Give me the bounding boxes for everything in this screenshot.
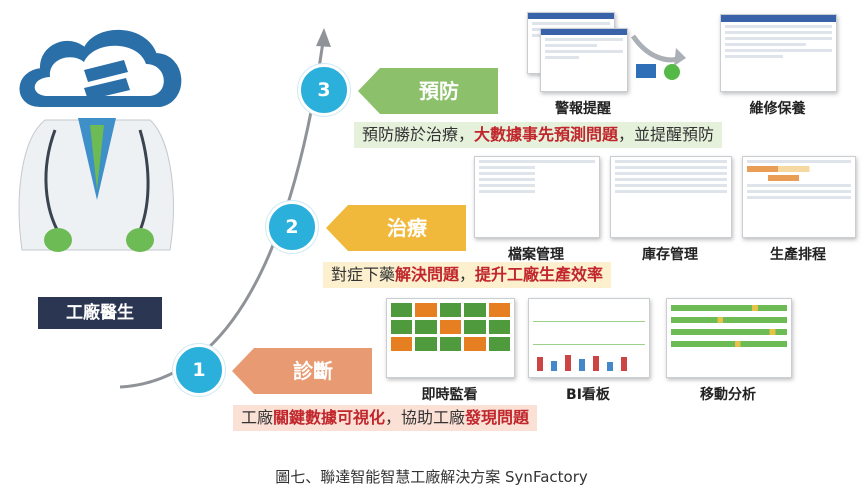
step-3-number: 3 — [298, 64, 350, 116]
banner-text: 預防勝於治療， — [362, 125, 475, 144]
banner-highlight: 大數據事先預測問題 — [474, 125, 619, 144]
monitoring-screenshot — [386, 298, 515, 378]
banner-highlight: 提升工廠生產效率 — [475, 265, 604, 284]
caption-alert: 警報提醒 — [555, 101, 611, 117]
notify-arrow-icon — [630, 34, 686, 80]
caption-records: 檔案管理 — [508, 247, 564, 263]
figure-caption: 圖七、聯達智能智慧工廠解決方案 SynFactory — [275, 468, 588, 486]
step-1-number: 1 — [173, 344, 225, 396]
curve-arrowhead — [316, 28, 331, 47]
alert-screenshot — [540, 28, 628, 92]
banner-text: ，並提醒預防 — [618, 125, 715, 144]
caption-mobile-analysis: 移動分析 — [700, 387, 756, 403]
banner-highlight: 關鍵數據可視化 — [273, 408, 386, 427]
caption-scheduling: 生產排程 — [770, 247, 826, 263]
step-1-title: 診斷 — [232, 348, 372, 394]
banner-highlight: 發現問題 — [465, 408, 530, 427]
caption-monitoring: 即時監看 — [421, 387, 478, 403]
step-3-title: 預防 — [358, 68, 498, 114]
scheduling-screenshot — [742, 156, 856, 238]
caption-maintenance: 維修保養 — [749, 101, 806, 117]
doctor-label: 工廠醫生 — [38, 297, 162, 329]
banner-text: ， — [459, 265, 476, 284]
banner-text: ，協助工廠 — [385, 408, 466, 427]
step-2-number: 2 — [266, 201, 318, 253]
wechat-icon — [664, 64, 680, 80]
banner-text: 對症下藥 — [331, 265, 396, 284]
caption-bi-board: BI看板 — [566, 387, 610, 403]
banner-highlight: 解決問題 — [395, 265, 460, 284]
step-3-banner: 預防勝於治療，大數據事先預測問題，並提醒預防 — [354, 122, 723, 148]
mobile-analysis-screenshot — [666, 298, 792, 378]
maintenance-screenshot — [720, 14, 837, 92]
step-2-title: 治療 — [326, 205, 466, 251]
caption-inventory: 庫存管理 — [642, 247, 698, 263]
cloud-logo-icon — [19, 29, 182, 107]
doctor-figure-icon — [18, 118, 174, 252]
inventory-screenshot — [610, 156, 732, 238]
step-2-banner: 對症下藥解決問題，提升工廠生產效率 — [323, 262, 612, 288]
email-icon — [636, 64, 656, 78]
bi-board-screenshot — [528, 298, 650, 378]
step-1-banner: 工廠關鍵數據可視化，協助工廠發現問題 — [233, 405, 538, 431]
banner-text: 工廠 — [241, 408, 274, 427]
records-screenshot — [474, 156, 600, 238]
